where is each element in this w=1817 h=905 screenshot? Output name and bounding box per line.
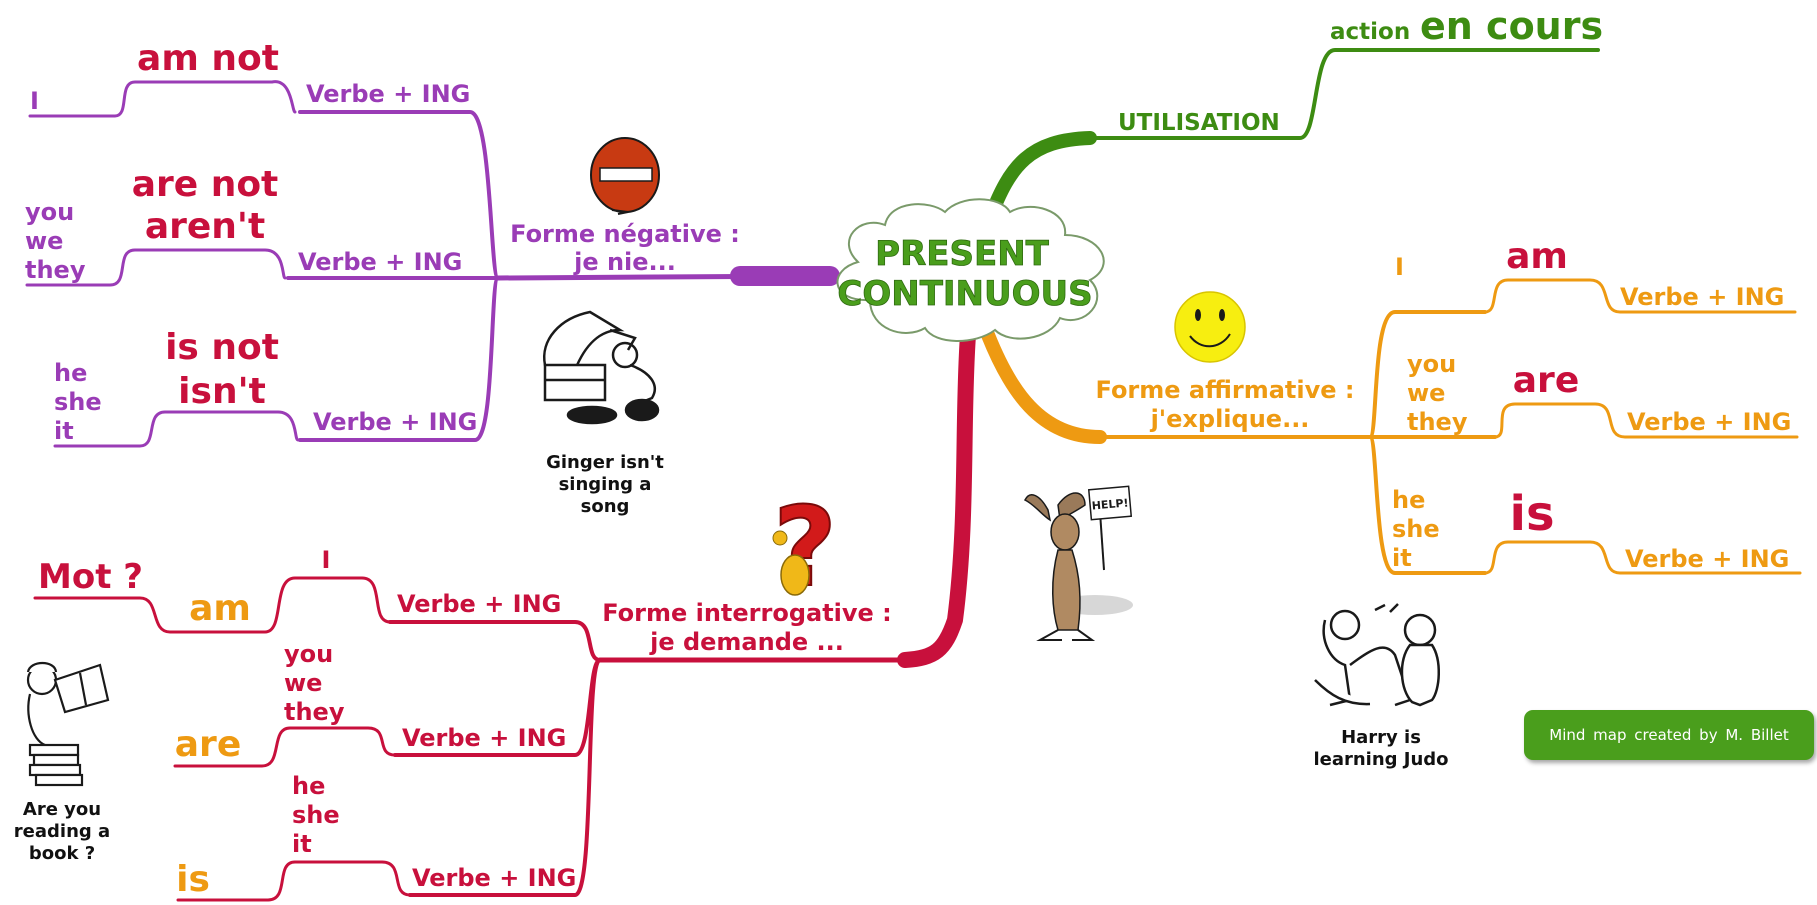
affirmative-row1-aux: am (1506, 236, 1568, 277)
credit-text: Mind map created by M. Billet (1549, 726, 1789, 744)
interrogative-row2-subject-2: we (284, 669, 322, 697)
negative-row3-subject-3: it (54, 417, 74, 445)
reading-child-cartoon-icon (26, 661, 110, 787)
negative-row2-subject-2: we (25, 227, 63, 255)
affirmative-row3-subject-3: it (1392, 544, 1412, 572)
affirmative-sub-trunk (1368, 310, 1497, 575)
interrogative-row1-aux: am (189, 588, 251, 629)
interrogative-row1-connector (33, 576, 392, 634)
smiley-face-icon (1174, 291, 1246, 363)
negative-row3-verb: Verbe + ING (313, 408, 477, 436)
negative-row3-connector (53, 410, 300, 448)
negative-row1-verb: Verbe + ING (306, 80, 470, 108)
affirmative-row2-subject-1: you (1407, 350, 1456, 378)
affirmative-row3-verb: Verbe + ING (1625, 545, 1789, 573)
interrogative-row3-subject-1: he (292, 772, 325, 800)
interrogative-row3-verb: Verbe + ING (412, 864, 576, 892)
negative-row1-aux: am not (137, 38, 279, 79)
interrogative-row2-subject-3: they (284, 698, 345, 726)
negative-row2-aux-line2: aren't (145, 206, 265, 247)
interrogative-caption-line2: reading a (14, 821, 110, 842)
affirmative-caption-line2: learning Judo (1313, 749, 1448, 770)
interrogative-row3-aux: is (176, 859, 210, 900)
affirmative-row3-aux: is (1509, 486, 1554, 542)
help-sign-text: HELP! (1091, 496, 1129, 512)
utilisation-label: UTILISATION (1118, 110, 1280, 136)
interrogative-sub-trunk (388, 620, 602, 897)
affirmative-thick-root (981, 328, 1107, 444)
gramophone-cartoon-icon (542, 310, 660, 425)
svg-text:?: ? (773, 483, 837, 611)
interrogative-row2-aux: are (175, 724, 241, 765)
negative-row2-connector (25, 248, 287, 287)
affirmative-row3-connector (1483, 540, 1802, 575)
negative-row2-verb: Verbe + ING (298, 248, 462, 276)
interrogative-thick-root (897, 327, 976, 668)
negative-row2-aux-line1: are not (132, 164, 279, 205)
center-topic[interactable]: PRESENT CONTINUOUS (836, 198, 1105, 342)
interrogative-row1-subject: I (322, 546, 331, 574)
negative-sub-trunk (286, 110, 500, 442)
interrogative-row1-verb: Verbe + ING (397, 590, 561, 618)
interrogative-row3-subject-2: she (292, 801, 340, 829)
affirmative-row1-verb: Verbe + ING (1620, 283, 1784, 311)
negative-caption-line3: song (581, 496, 630, 517)
negative-label-line1: Forme négative : (510, 220, 740, 248)
negative-caption-line2: singing a (559, 474, 652, 495)
affirmative-row1-connector (1483, 278, 1797, 314)
coyote-help-sign-cartoon-icon: HELP! (1023, 485, 1133, 641)
center-cloud-shape (836, 198, 1105, 342)
negative-caption-line1: Ginger isn't (546, 452, 664, 473)
interrogative-branch[interactable]: Forme interrogative : je demande ... ? M… (14, 482, 892, 900)
negative-row3-subject-2: she (54, 388, 102, 416)
affirmative-row3-subject-1: he (1392, 486, 1425, 514)
interrogative-caption-line1: Are you (23, 799, 101, 820)
affirmative-row3-subject-2: she (1392, 515, 1440, 543)
negative-row3-aux-line1: is not (165, 327, 279, 368)
affirmative-branch[interactable]: Forme affirmative : j'explique... I am V… (1096, 236, 1792, 770)
negative-row2-subject-1: you (25, 198, 74, 226)
interrogative-row3-subject-3: it (292, 830, 312, 858)
interrogative-caption-line3: book ? (29, 843, 95, 864)
question-mark-icon: ? (772, 482, 838, 612)
negative-row2-subject-3: they (25, 256, 86, 284)
affirmative-row2-verb: Verbe + ING (1627, 408, 1791, 436)
affirmative-label-line2: j'explique... (1150, 405, 1310, 433)
affirmative-row2-aux: are (1513, 360, 1579, 401)
center-title-line1: PRESENT (875, 234, 1049, 274)
utilisation-thick-root (983, 131, 1097, 225)
interrogative-label-line2: je demande ... (649, 628, 844, 656)
utilisation-leaf-big: en cours (1420, 4, 1603, 48)
affirmative-row2-subject-2: we (1407, 379, 1445, 407)
negative-label-line2: je nie... (573, 248, 676, 276)
utilisation-branch[interactable]: UTILISATION action en cours (1118, 4, 1603, 136)
affirmative-row2-connector (1493, 402, 1799, 439)
utilisation-leaf-small: action (1330, 19, 1410, 45)
interrogative-row2-subject-1: you (284, 640, 333, 668)
negative-row1-connector (28, 80, 297, 118)
negative-branch[interactable]: Forme négative : je nie... I am not Verb… (25, 38, 740, 517)
interrogative-label-line1: Forme interrogative : (602, 599, 892, 627)
negative-row1-subject: I (30, 87, 39, 115)
judo-cartoon-icon (1314, 603, 1440, 707)
no-entry-sign-icon (590, 137, 660, 215)
interrogative-mot: Mot ? (38, 557, 143, 597)
interrogative-row2-verb: Verbe + ING (402, 724, 566, 752)
credit-badge: Mind map created by M. Billet (1524, 710, 1814, 760)
affirmative-row2-subject-3: they (1407, 408, 1468, 436)
negative-row3-aux-line2: isn't (178, 371, 266, 412)
affirmative-caption-line1: Harry is (1341, 727, 1421, 748)
interrogative-row2-connector (173, 726, 397, 768)
affirmative-row1-subject: I (1395, 253, 1404, 281)
negative-row3-subject-1: he (54, 359, 87, 387)
negative-main-branch (495, 273, 833, 281)
interrogative-row3-connector (176, 860, 412, 902)
branch-lines (25, 48, 1802, 902)
affirmative-label-line1: Forme affirmative : (1096, 376, 1355, 404)
center-title-line2: CONTINUOUS (837, 274, 1092, 314)
